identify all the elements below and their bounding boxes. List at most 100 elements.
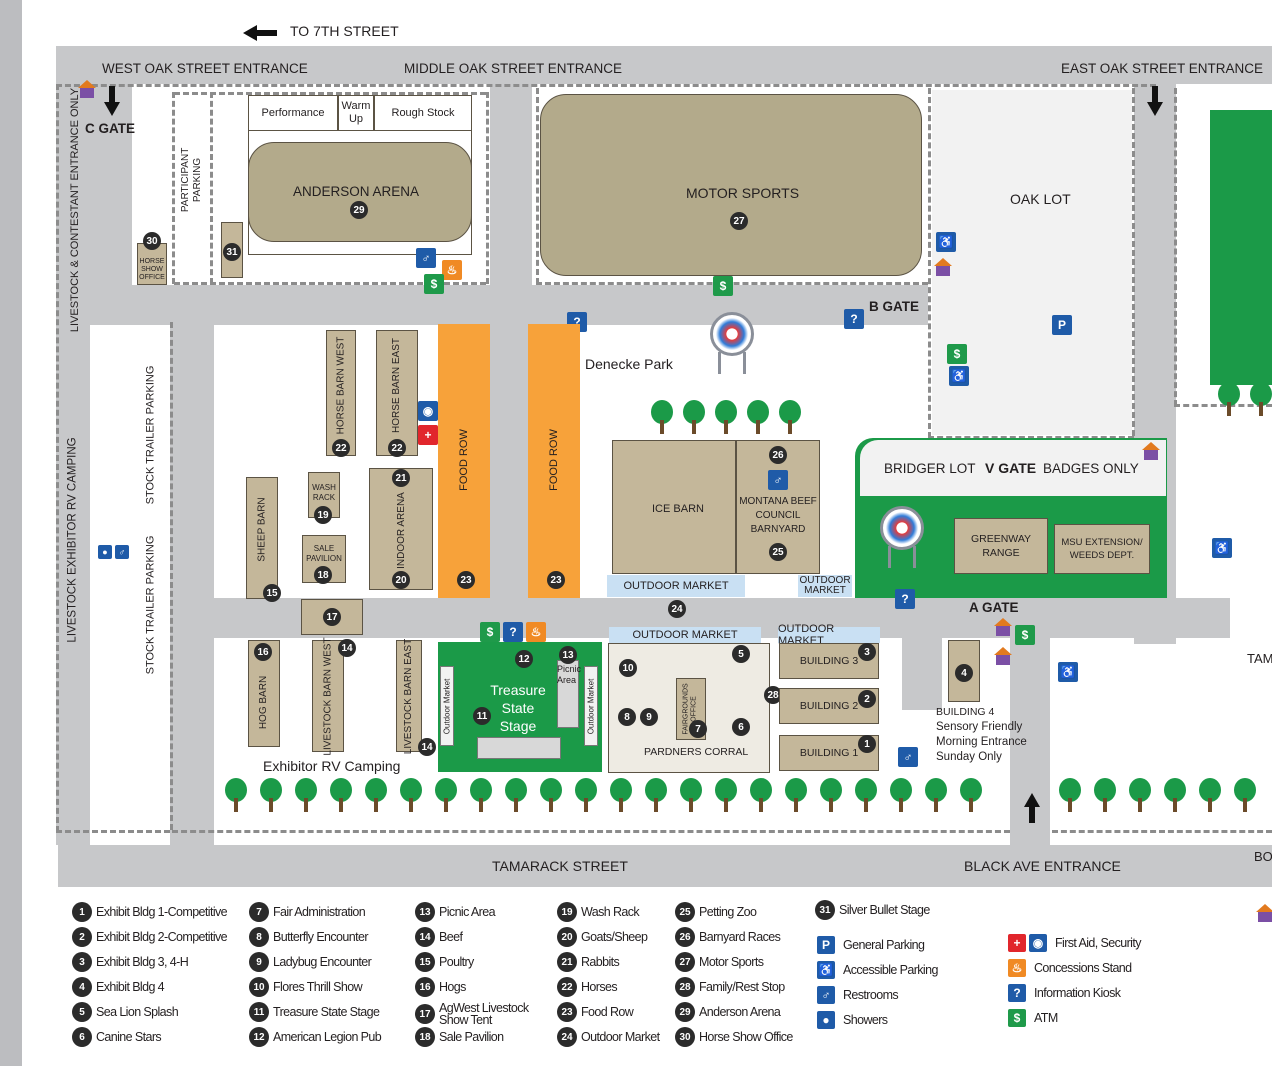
first-aid-icon[interactable]: + bbox=[418, 425, 438, 445]
marker-11[interactable]: 11 bbox=[473, 707, 491, 725]
atm-icon[interactable]: $ bbox=[424, 274, 444, 294]
marker-24[interactable]: 24 bbox=[668, 600, 686, 618]
fence bbox=[928, 436, 1134, 439]
legend-number-marker: 18 bbox=[415, 1027, 435, 1047]
outdoor-market-south[interactable]: OUTDOOR MARKET bbox=[609, 627, 761, 643]
accessible-parking-icon[interactable]: ♿ bbox=[1212, 538, 1232, 558]
family-rest-stop-icon[interactable] bbox=[78, 80, 96, 98]
horse-barn-east[interactable] bbox=[376, 330, 418, 456]
livestock-barn-east[interactable] bbox=[396, 640, 422, 752]
legend-number-marker: 8 bbox=[249, 927, 269, 947]
food-row-east[interactable] bbox=[528, 324, 580, 598]
marker-17[interactable]: 17 bbox=[323, 608, 341, 626]
restroom-icon[interactable]: ♂ bbox=[768, 470, 788, 490]
marker-10[interactable]: 10 bbox=[619, 659, 637, 677]
family-rest-stop-icon[interactable] bbox=[994, 647, 1012, 665]
general-parking-icon[interactable]: P bbox=[1052, 315, 1072, 335]
restroom-icon: ♂ bbox=[817, 986, 835, 1004]
atm-icon: $ bbox=[1008, 1009, 1026, 1027]
stock-trailer-parking-2: STOCK TRAILER PARKING bbox=[144, 535, 157, 675]
denecke-park-label: Denecke Park bbox=[585, 356, 673, 372]
info-kiosk-icon[interactable]: ? bbox=[895, 589, 915, 609]
middle-road bbox=[490, 84, 532, 324]
marker-25[interactable]: 25 bbox=[769, 543, 787, 561]
greenway-range[interactable]: GREENWAY RANGE bbox=[954, 518, 1048, 574]
warm-up-pen: Warm Up bbox=[338, 95, 374, 131]
restroom-icon[interactable]: ♂ bbox=[115, 545, 129, 559]
legend-label: Silver Bullet Stage bbox=[839, 903, 930, 917]
marker-9[interactable]: 9 bbox=[640, 708, 658, 726]
marker-28[interactable]: 28 bbox=[764, 686, 782, 704]
info-kiosk-icon[interactable]: ? bbox=[844, 309, 864, 329]
marker-6[interactable]: 6 bbox=[732, 718, 750, 736]
marker-30[interactable]: 30 bbox=[143, 232, 161, 250]
concession-icon: ♨ bbox=[1008, 959, 1026, 977]
atm-icon[interactable]: $ bbox=[713, 276, 733, 296]
marker-22[interactable]: 22 bbox=[388, 439, 406, 457]
marker-15[interactable]: 15 bbox=[263, 584, 281, 602]
marker-2[interactable]: 2 bbox=[858, 690, 876, 708]
marker-26[interactable]: 26 bbox=[769, 446, 787, 464]
marker-29[interactable]: 29 bbox=[350, 201, 368, 219]
family-rest-stop-icon[interactable] bbox=[934, 258, 952, 276]
atm-icon[interactable]: $ bbox=[1015, 625, 1035, 645]
marker-13[interactable]: 13 bbox=[559, 646, 577, 664]
marker-16[interactable]: 16 bbox=[254, 643, 272, 661]
outdoor-market-north-east[interactable]: OUTDOOR MARKET bbox=[798, 575, 852, 597]
marker-23[interactable]: 23 bbox=[457, 571, 475, 589]
anderson-arena[interactable] bbox=[248, 142, 472, 242]
marker-1[interactable]: 1 bbox=[858, 735, 876, 753]
marker-21[interactable]: 21 bbox=[392, 469, 410, 487]
restroom-icon[interactable]: ♂ bbox=[898, 747, 918, 767]
concession-icon[interactable]: ♨ bbox=[526, 622, 546, 642]
west-oak-entrance-label: WEST OAK STREET ENTRANCE bbox=[102, 61, 308, 76]
marker-12[interactable]: 12 bbox=[515, 650, 533, 668]
motor-sports-arena[interactable] bbox=[540, 94, 922, 276]
fairgrounds-office[interactable] bbox=[676, 678, 706, 740]
restroom-icon[interactable]: ♂ bbox=[416, 248, 436, 268]
accessible-parking-icon[interactable]: ♿ bbox=[949, 366, 969, 386]
marker-7[interactable]: 7 bbox=[689, 720, 707, 738]
legend-label: Showers bbox=[843, 1013, 888, 1027]
security-lock-icon[interactable]: ◉ bbox=[418, 401, 438, 421]
accessible-parking-icon[interactable]: ♿ bbox=[936, 232, 956, 252]
accessible-parking-icon[interactable]: ♿ bbox=[1058, 662, 1078, 682]
legend-number-marker: 22 bbox=[557, 977, 577, 997]
marker-4[interactable]: 4 bbox=[955, 664, 973, 682]
tree-icon bbox=[400, 778, 422, 812]
ice-barn[interactable] bbox=[612, 440, 736, 574]
outdoor-market-north[interactable]: OUTDOOR MARKET bbox=[607, 575, 745, 597]
tree-icon bbox=[779, 400, 801, 434]
family-rest-stop-icon[interactable] bbox=[1142, 442, 1160, 460]
marker-14[interactable]: 14 bbox=[418, 738, 436, 756]
indoor-arena[interactable] bbox=[369, 468, 433, 590]
marker-8[interactable]: 8 bbox=[618, 708, 636, 726]
building-4-label: BUILDING 4 bbox=[936, 706, 995, 718]
legend-number-marker: 28 bbox=[675, 977, 695, 997]
marker-22[interactable]: 22 bbox=[332, 439, 350, 457]
marker-27[interactable]: 27 bbox=[730, 212, 748, 230]
outdoor-market-south-east[interactable]: OUTDOOR MARKET bbox=[778, 623, 880, 647]
marker-19[interactable]: 19 bbox=[314, 506, 332, 524]
marker-23[interactable]: 23 bbox=[547, 571, 565, 589]
sheep-barn[interactable] bbox=[246, 477, 278, 599]
concession-icon[interactable]: ♨ bbox=[442, 260, 462, 280]
msu-extension[interactable]: MSU EXTENSION/ WEEDS DEPT. bbox=[1054, 524, 1150, 574]
middle-oak-entrance-label: MIDDLE OAK STREET ENTRANCE bbox=[404, 61, 623, 76]
info-kiosk-icon[interactable]: ? bbox=[503, 622, 523, 642]
shower-icon[interactable]: ● bbox=[98, 545, 112, 559]
horse-barn-west[interactable] bbox=[326, 330, 356, 456]
livestock-barn-west[interactable] bbox=[312, 640, 344, 752]
marker-5[interactable]: 5 bbox=[732, 645, 750, 663]
atm-icon[interactable]: $ bbox=[947, 344, 967, 364]
atm-icon[interactable]: $ bbox=[480, 622, 500, 642]
food-row-west[interactable] bbox=[438, 324, 490, 598]
marker-18[interactable]: 18 bbox=[314, 566, 332, 584]
marker-14[interactable]: 14 bbox=[338, 639, 356, 657]
legend-number-marker: 3 bbox=[72, 952, 92, 972]
marker-3[interactable]: 3 bbox=[858, 643, 876, 661]
marker-20[interactable]: 20 bbox=[392, 571, 410, 589]
family-rest-stop-icon[interactable] bbox=[994, 618, 1012, 636]
marker-31[interactable]: 31 bbox=[223, 243, 241, 261]
